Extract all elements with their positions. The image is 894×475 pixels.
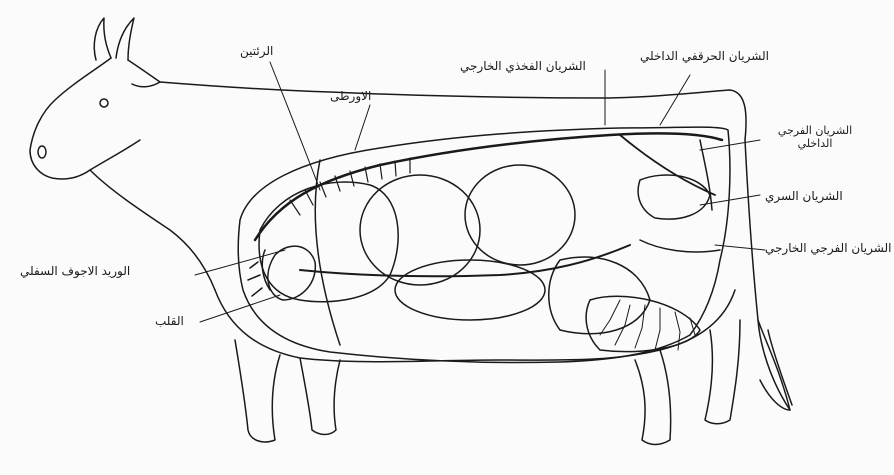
label-heart: القلب <box>155 315 184 329</box>
bladder <box>638 175 710 219</box>
ear <box>128 60 160 87</box>
leader-lines <box>195 62 765 322</box>
front-leg-far <box>300 358 340 435</box>
back-line <box>160 82 746 140</box>
external-pudendal-vessel <box>640 240 720 252</box>
rumen-compartment-3 <box>395 260 545 320</box>
rumen-compartment-4 <box>549 257 650 334</box>
hind-leg-far <box>705 320 740 424</box>
horn-left <box>94 18 111 60</box>
label-aorta: الاورطى <box>330 90 371 104</box>
lungs-outline <box>259 182 398 302</box>
horn-right <box>116 18 134 60</box>
heart-outline <box>268 246 316 300</box>
tail <box>745 140 790 410</box>
belly-line <box>215 290 735 362</box>
hind-leg-near <box>635 350 671 445</box>
tail-switch <box>758 320 792 410</box>
label-external-iliac-artery: الشريان الفخذي الخارجي <box>460 60 586 74</box>
label-lungs: الرئتين <box>240 45 273 59</box>
udder-region <box>586 296 700 351</box>
internal-pudendal-vessel <box>700 140 712 210</box>
label-umbilical-artery: الشريان السري <box>765 190 843 204</box>
rumen-compartment-1 <box>360 175 480 285</box>
label-external-pudendal-artery: الشريان الفرجي الخارجي <box>765 242 891 256</box>
head-outline <box>30 58 140 179</box>
rumen-compartment-2 <box>465 165 575 265</box>
label-internal-pudendal-artery: الشريان الفرجي الداخلي <box>760 125 870 150</box>
nostril <box>38 146 46 158</box>
label-caudal-vena-cava: الوريد الاجوف السفلي <box>20 265 130 279</box>
aorta-vessel <box>255 133 722 240</box>
label-internal-iliac-artery: الشريان الحرقفي الداخلي <box>640 50 769 64</box>
front-leg-near <box>235 340 280 442</box>
eye <box>100 99 108 107</box>
